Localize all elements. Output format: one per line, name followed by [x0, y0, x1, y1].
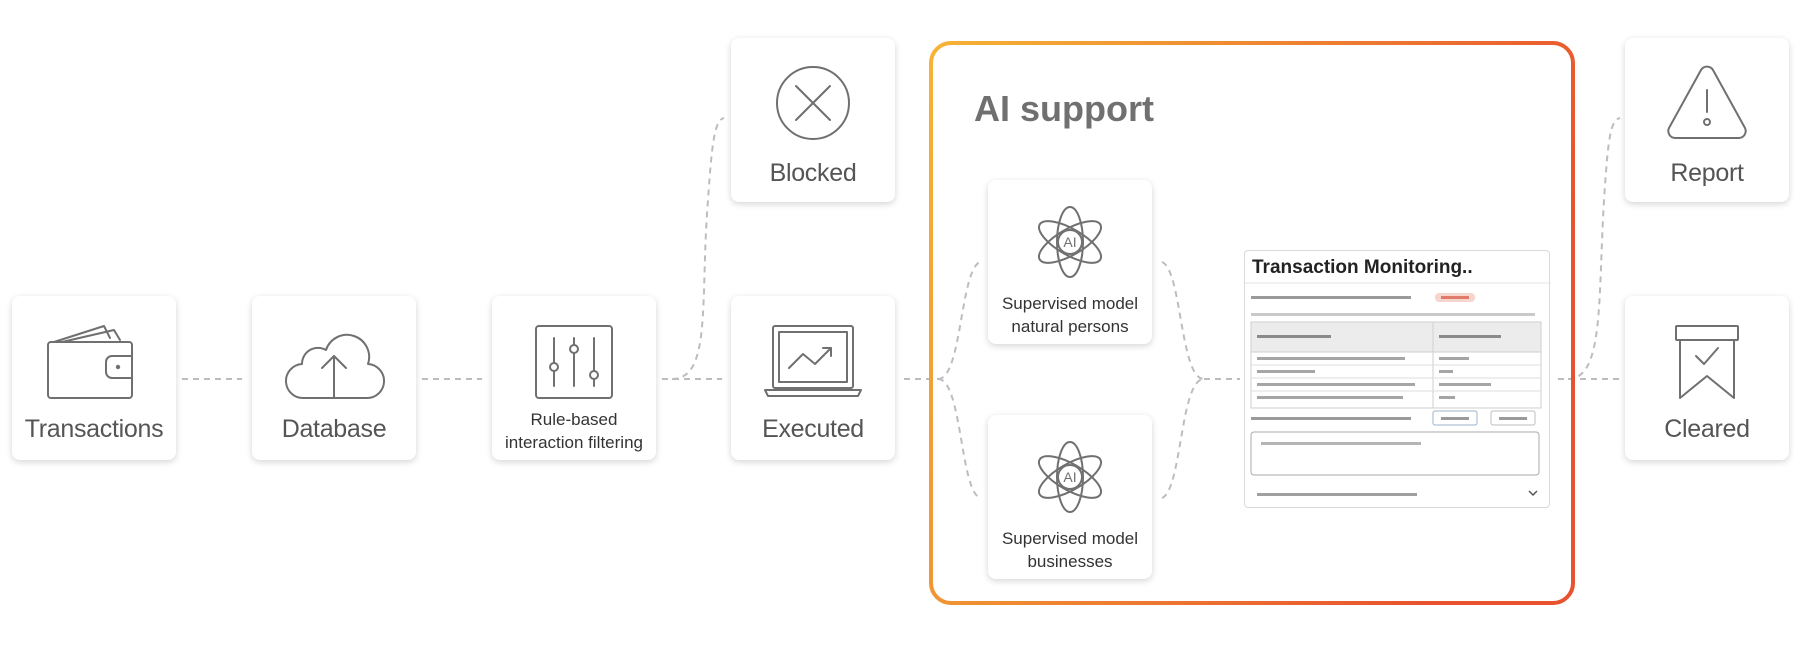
rule-filter-label-line1: Rule-based — [530, 410, 618, 429]
model-persons-label-line1: Supervised model — [1001, 294, 1139, 313]
link-filter-blocked — [671, 117, 725, 380]
link-panel-report — [1567, 117, 1621, 380]
sliders-icon — [535, 325, 613, 399]
ai-support-frame — [929, 41, 1575, 605]
atom-ai-icon: AI — [1038, 206, 1102, 278]
cloud-upload-icon — [285, 333, 385, 400]
node-cleared[interactable]: Cleared — [1625, 296, 1789, 460]
node-model-businesses[interactable]: AI Supervised model businesses — [988, 415, 1152, 579]
atom-ai-icon: AI — [1038, 441, 1102, 513]
model-persons-label-line2: natural persons — [1011, 317, 1129, 336]
blocked-label: Blocked — [769, 159, 857, 187]
rule-filter-label-line2: interaction filtering — [505, 433, 643, 452]
model-businesses-label-line1: Supervised model — [1001, 529, 1139, 548]
svg-text:AI: AI — [1063, 469, 1076, 485]
database-label: Database — [281, 415, 387, 443]
node-executed[interactable]: Executed — [731, 296, 895, 460]
node-blocked[interactable]: Blocked — [731, 38, 895, 202]
transaction-monitoring-title: Transaction Monitoring.. — [1252, 257, 1473, 278]
transactions-label: Transactions — [24, 415, 164, 443]
model-businesses-label-line2: businesses — [1027, 552, 1113, 571]
bookmark-check-icon — [1675, 325, 1739, 399]
svg-text:AI: AI — [1063, 234, 1076, 250]
node-transactions[interactable]: Transactions — [12, 296, 176, 460]
link-businesses-panel — [1161, 378, 1205, 499]
warning-icon — [1667, 65, 1747, 139]
monitoring-panel-mock-content — [1245, 282, 1551, 497]
wallet-icon — [47, 325, 133, 399]
executed-label: Executed — [762, 415, 864, 443]
node-model-natural-persons[interactable]: AI Supervised model natural persons — [988, 180, 1152, 344]
ai-support-title: AI support — [974, 88, 1154, 129]
close-circle-icon — [776, 66, 850, 140]
node-report[interactable]: Report — [1625, 38, 1789, 202]
report-label: Report — [1670, 159, 1744, 187]
laptop-chart-icon — [764, 325, 862, 397]
node-database[interactable]: Database — [252, 296, 416, 460]
node-rule-filter[interactable]: Rule-based interaction filtering — [492, 296, 656, 460]
cleared-label: Cleared — [1664, 415, 1750, 443]
transaction-monitoring-panel[interactable]: Transaction Monitoring.. — [1244, 250, 1551, 508]
